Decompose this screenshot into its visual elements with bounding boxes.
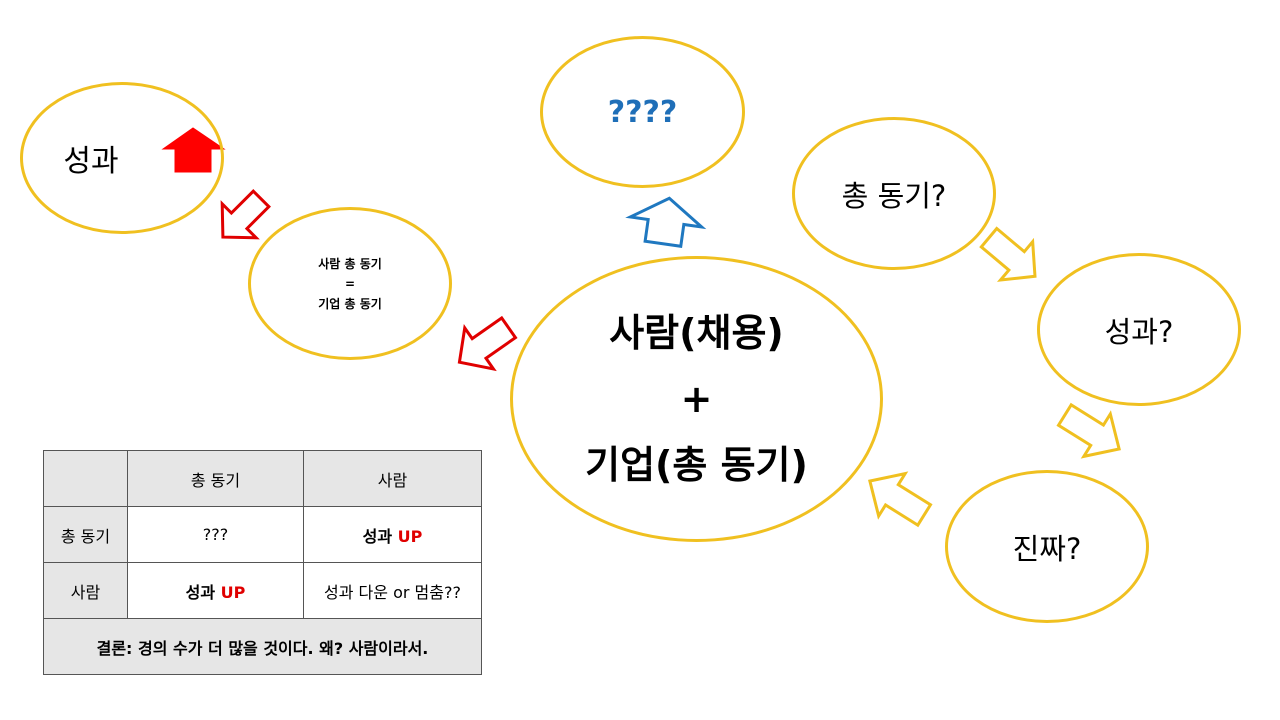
red-arrow-icon-upper — [220, 189, 271, 240]
total-motivation-label: 총 동기? — [841, 178, 947, 213]
equality-line-2: = — [344, 276, 356, 291]
table-row1-cell2: 성과 UP — [303, 506, 482, 563]
center-line-2: + — [680, 377, 713, 421]
equality-ellipse: 사람 총 동기 = 기업 총 동기 — [248, 207, 452, 360]
center-line-1: 사람(채용) — [609, 311, 784, 355]
yellow-arrow-icon-3 — [868, 471, 933, 528]
table-row1-cell2-text: 성과 — [362, 526, 393, 546]
table-row2-cell2: 성과 다운 or 멈춤?? — [303, 562, 482, 619]
table-row: 사람 성과 UP 성과 다운 or 멈춤?? — [43, 562, 482, 619]
table-row2-cell1-up: UP — [220, 582, 246, 602]
table-row2-cell1: 성과 UP — [127, 562, 304, 619]
table-row1-label: 총 동기 — [43, 506, 128, 563]
table-conclusion: 결론: 경의 수가 더 많을 것이다. 왜? 사람이라서. — [43, 618, 482, 675]
center-ellipse: 사람(채용) + 기업(총 동기) — [510, 256, 883, 542]
table-header-col2: 사람 — [303, 450, 482, 507]
yellow-arrow-icon-1 — [979, 226, 1037, 282]
unknown-label: ???? — [607, 94, 678, 130]
table-row1-cell2-up: UP — [397, 526, 423, 546]
equality-line-3: 기업 총 동기 — [318, 296, 382, 311]
equality-line-1: 사람 총 동기 — [318, 256, 382, 271]
blue-up-arrow-icon — [625, 196, 707, 248]
unknown-ellipse: ???? — [540, 36, 745, 188]
table-header-col1: 총 동기 — [127, 450, 304, 507]
table-row2-cell1-text: 성과 — [185, 582, 216, 602]
table-header-row: 총 동기 사람 — [43, 450, 482, 507]
total-motivation-ellipse: 총 동기? — [792, 117, 996, 270]
yellow-arrow-icon-2 — [1056, 402, 1121, 459]
table-row: 총 동기 ??? 성과 UP — [43, 506, 482, 563]
table-row1-cell1: ??? — [127, 506, 304, 563]
really-question-ellipse: 진짜? — [945, 470, 1149, 623]
really-question-label: 진짜? — [1012, 531, 1082, 566]
table-row2-label: 사람 — [43, 562, 128, 619]
performance-question-label: 성과? — [1104, 314, 1174, 349]
center-line-3: 기업(총 동기) — [585, 443, 808, 487]
table-corner-cell — [43, 450, 128, 507]
performance-up-label: 성과 — [63, 144, 119, 179]
performance-question-ellipse: 성과? — [1037, 253, 1241, 406]
red-arrow-icon-lower — [457, 315, 518, 372]
comparison-table: 총 동기 사람 총 동기 ??? 성과 UP 사람 성과 UP 성과 다운 or… — [43, 450, 482, 675]
performance-up-ellipse: 성과 — [20, 82, 224, 234]
table-conclusion-row: 결론: 경의 수가 더 많을 것이다. 왜? 사람이라서. — [43, 618, 482, 675]
